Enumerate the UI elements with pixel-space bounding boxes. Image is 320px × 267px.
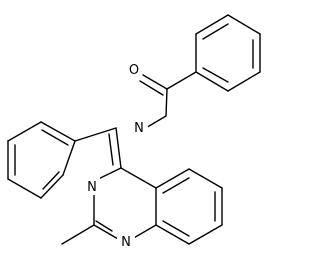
- bond: [162, 177, 190, 194]
- bottom-ring-nitrogen-atom: N: [117, 233, 135, 250]
- bridgehead-nitrogen-atom: N: [84, 177, 100, 195]
- bond: [95, 220, 113, 232]
- bond: [40, 174, 64, 199]
- bond: [166, 71, 197, 90]
- bond: [40, 121, 76, 142]
- bond: [227, 14, 261, 35]
- bond: [195, 14, 229, 35]
- bond: [74, 127, 117, 142]
- carbonyl-double-bond: [142, 74, 168, 90]
- bond: [42, 171, 60, 190]
- bond: [227, 71, 261, 92]
- bridgehead-nitrogen-label: N: [87, 180, 97, 195]
- pyrrole-ring: [62, 127, 122, 184]
- bond: [120, 167, 157, 189]
- bond: [202, 67, 229, 83]
- quinazoline-benzo-ring: [155, 168, 223, 245]
- bond: [188, 224, 223, 245]
- bottom-nitrogen-label: N: [121, 235, 131, 250]
- bond: [155, 224, 190, 245]
- amide-group: [139, 71, 197, 130]
- amide-nitrogen-label: N: [134, 121, 144, 136]
- bond: [202, 23, 229, 40]
- benzoyl-phenyl-ring: [195, 14, 261, 92]
- bond: [108, 133, 114, 166]
- bond: [188, 168, 223, 189]
- bond: [93, 224, 119, 240]
- structure-diagram: O N N N: [7, 14, 261, 250]
- bond: [165, 88, 168, 117]
- bond: [115, 127, 122, 169]
- bond: [195, 71, 229, 92]
- pyrimidine-ring: [61, 167, 157, 245]
- bond: [131, 224, 157, 240]
- oxygen-atom: O: [126, 60, 142, 78]
- bond: [7, 178, 42, 199]
- molecule-drawing: O N N N: [7, 14, 261, 250]
- bond: [155, 168, 190, 189]
- methyl-bond: [61, 224, 95, 245]
- bond: [162, 220, 190, 237]
- bond: [7, 121, 42, 142]
- amide-nitrogen-atom: N: [130, 118, 148, 136]
- bond: [41, 129, 69, 146]
- indole-benzo-ring: [7, 121, 76, 199]
- bond: [62, 140, 76, 176]
- oxygen-label: O: [129, 63, 139, 78]
- carbonyl-double-bond: [139, 80, 164, 96]
